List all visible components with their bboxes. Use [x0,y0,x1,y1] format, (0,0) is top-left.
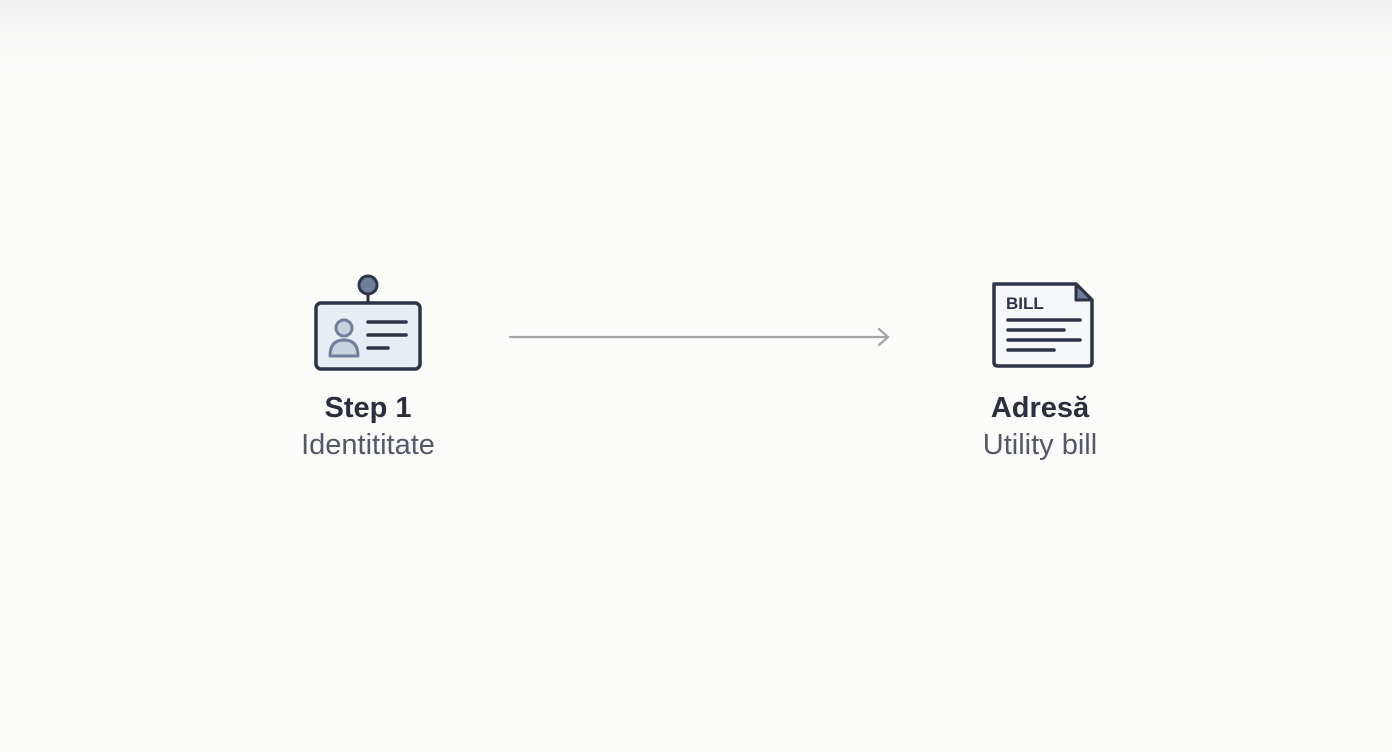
id-card-icon [314,274,422,371]
step-subtitle: Utility bill [982,429,1098,461]
step-title: Adresă [990,392,1090,424]
step-identity: Step 1 Identititate [248,270,488,464]
bill-document-icon: BILL [992,282,1094,368]
bill-label: BILL [1006,294,1044,313]
step-address: BILL Adresă Utility bill [920,270,1160,464]
arrow-connector [508,327,890,347]
step-title: Step 1 [324,392,412,424]
step-subtitle: Identititate [301,429,435,461]
